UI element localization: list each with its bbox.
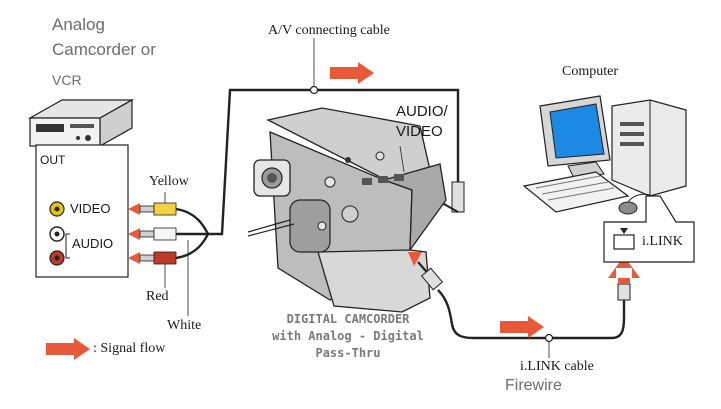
plug-red-label: Red (146, 289, 169, 304)
audio-red-jack (49, 250, 65, 266)
camcorder-title: DIGITAL CAMCORDER with Analog - Digital … (258, 311, 438, 362)
digital-camcorder (247, 107, 447, 313)
vcr-device (27, 98, 135, 148)
ilink-port-label: i.LINK (642, 234, 683, 249)
analog-source-title-3: VCR (52, 72, 82, 88)
plug-white (128, 227, 177, 241)
audio-video-in-label-1: AUDIO/ (396, 103, 448, 120)
signal-arrow (330, 62, 374, 84)
plug-yellow (128, 202, 177, 216)
audio-bracket (65, 233, 70, 259)
camcorder-title-1: DIGITAL CAMCORDER (286, 312, 410, 326)
video-jack-label: VIDEO (70, 201, 111, 216)
firewire-label: Firewire (505, 377, 562, 394)
audio-video-in-label-2: VIDEO (396, 123, 443, 140)
ilink-port (613, 234, 635, 250)
legend-arrow-icon (46, 338, 90, 360)
ilink-cable-label: i.LINK cable (520, 359, 594, 374)
computer-label: Computer (562, 64, 618, 79)
signal-arrow (500, 316, 544, 338)
video-jack (49, 201, 65, 217)
audio-jack-label: AUDIO (72, 236, 114, 251)
plug-white-label: White (167, 318, 202, 333)
audio-white-jack (49, 226, 65, 242)
legend-signal-flow-label: : Signal flow (93, 341, 166, 356)
ilink-cable-line (437, 289, 626, 340)
computer (522, 95, 687, 215)
av-cable-line (208, 88, 460, 236)
analog-source-title-1: Analog (52, 15, 105, 34)
plug-yellow-label: Yellow (149, 174, 189, 189)
plug-red (128, 251, 177, 265)
camcorder-title-2: with Analog - Digital (272, 329, 424, 343)
camcorder-title-3: Pass-Thru (315, 346, 381, 360)
av-cable-label: A/V connecting cable (268, 23, 390, 38)
analog-source-title-2: Camcorder or (52, 40, 156, 59)
out-label: OUT (40, 153, 66, 167)
